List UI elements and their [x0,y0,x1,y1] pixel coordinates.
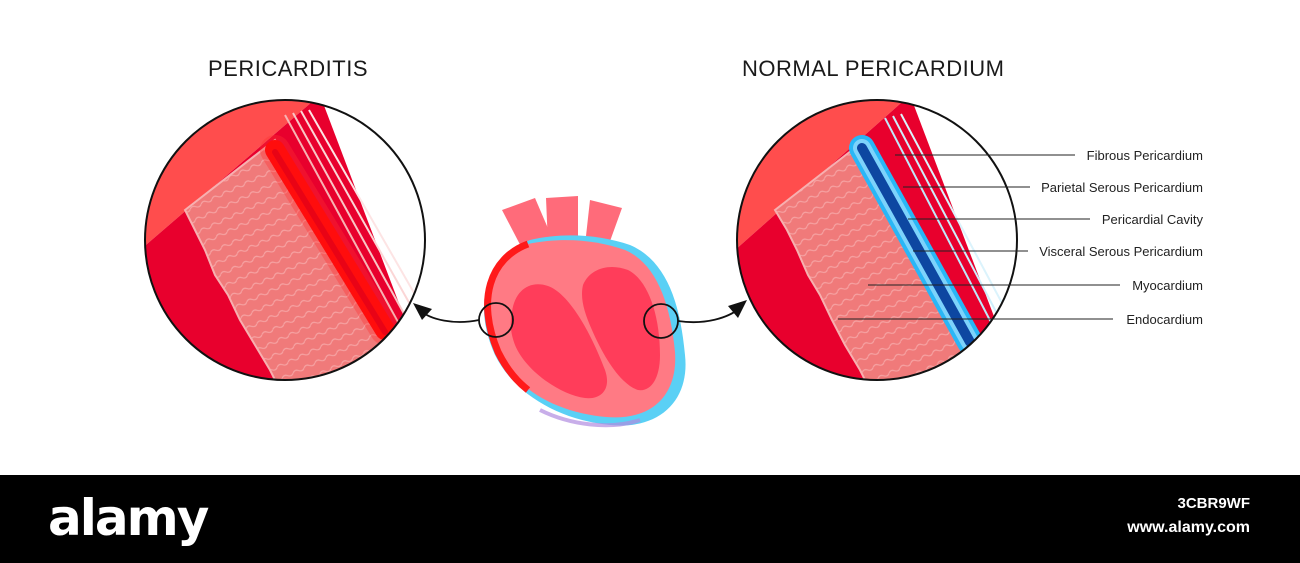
pericarditis-zoom [140,95,430,390]
heart-illustration [484,196,686,426]
arrowhead-right [728,300,747,318]
image-id: 3CBR9WF [1177,495,1250,512]
label-myocardium: Myocardium [1132,278,1203,293]
label-parietal-serous-pericardium: Parietal Serous Pericardium [1041,180,1203,195]
label-visceral-serous-pericardium: Visceral Serous Pericardium [1039,244,1203,259]
diagram-stage: PERICARDITIS NORMAL PERICARDIUM [0,0,1300,475]
arrow-right [678,308,740,322]
label-endocardium: Endocardium [1126,312,1203,327]
diagram-svg [0,0,1300,475]
alamy-logo: alamy [48,489,207,547]
label-pericardial-cavity: Pericardial Cavity [1102,212,1203,227]
label-fibrous-pericardium: Fibrous Pericardium [1087,148,1203,163]
watermark-footer: alamy 3CBR9WF www.alamy.com [0,475,1300,563]
footer-url: www.alamy.com [1127,519,1250,537]
arrowhead-left [413,303,432,320]
